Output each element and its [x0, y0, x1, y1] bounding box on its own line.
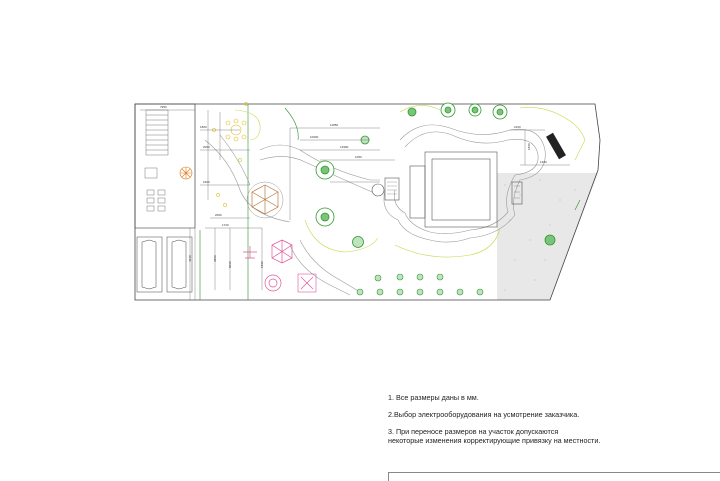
dining-set	[212, 102, 248, 207]
dim-label: 1050	[355, 155, 362, 159]
notes-block: 1. Все размеры даны в мм. 2.Выбор электр…	[388, 393, 708, 453]
dim-label: 3860	[213, 255, 217, 262]
dim-label: 11850	[330, 123, 338, 127]
dim-label: 10000	[310, 135, 319, 139]
dim-label: 1800	[200, 125, 207, 129]
gazebo	[246, 181, 284, 219]
note-item: 1. Все размеры даны в мм.	[388, 393, 479, 402]
pool-ladders	[387, 181, 520, 199]
stairs	[145, 109, 169, 156]
playground	[243, 239, 317, 293]
dim-label: 5060	[228, 261, 232, 268]
dim-label: 7950	[160, 105, 167, 109]
dim-label: 1860	[527, 143, 531, 150]
dim-label: 2100	[514, 125, 521, 129]
dim-label: 1400	[540, 160, 547, 164]
dim-label: 12990	[340, 145, 349, 149]
dim-label: 2060	[203, 145, 210, 149]
dim-label: 1720	[222, 223, 229, 227]
hedge-lines	[199, 104, 581, 300]
shrubs	[356, 273, 484, 296]
site-boundary	[134, 103, 601, 301]
flower-orange	[179, 166, 193, 180]
dim-label: 2060	[215, 213, 222, 217]
parking	[136, 236, 193, 293]
title-block-border	[388, 472, 720, 481]
garden-paths	[204, 124, 546, 296]
dim-label: 1590	[260, 261, 264, 268]
trees	[315, 102, 556, 248]
note-item: 3. При переносе размеров на участок допу…	[388, 427, 601, 445]
dim-label: 4640	[188, 255, 192, 262]
dimension-labels: 7950 1800 2060 1600 11850 10000 12990 10…	[160, 105, 547, 268]
terrace-furniture	[144, 167, 166, 212]
pool	[371, 151, 523, 228]
dimension-lines	[140, 104, 570, 300]
note-item: 2.Выбор электрооборудования на усмотрени…	[388, 410, 580, 419]
lawn-edges	[234, 105, 586, 258]
dim-label: 1600	[203, 180, 210, 184]
gravel-dots	[504, 179, 576, 291]
bench	[546, 132, 566, 160]
